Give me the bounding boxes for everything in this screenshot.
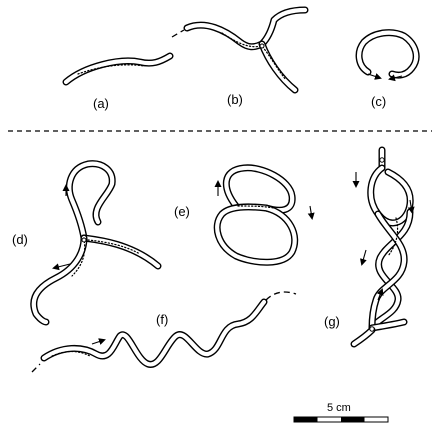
specimen-c	[359, 33, 416, 79]
panel-label-d: (d)	[12, 232, 28, 247]
scale-bar-label: 5 cm	[327, 402, 351, 414]
panel-label-f: (f)	[156, 312, 168, 327]
specimen-d	[34, 164, 158, 322]
panel-label-a: (a)	[93, 96, 109, 111]
panel-label-c: (c)	[371, 94, 386, 109]
panel-label-e: (e)	[174, 204, 190, 219]
panel-label-b: (b)	[227, 92, 243, 107]
panel-label-g: (g)	[324, 314, 340, 329]
scale-bar: 5 cm	[294, 402, 388, 422]
specimen-a	[66, 56, 170, 82]
specimen-g	[354, 150, 412, 344]
specimen-f	[32, 292, 296, 372]
specimen-e	[217, 168, 312, 262]
specimen-b	[172, 10, 305, 90]
